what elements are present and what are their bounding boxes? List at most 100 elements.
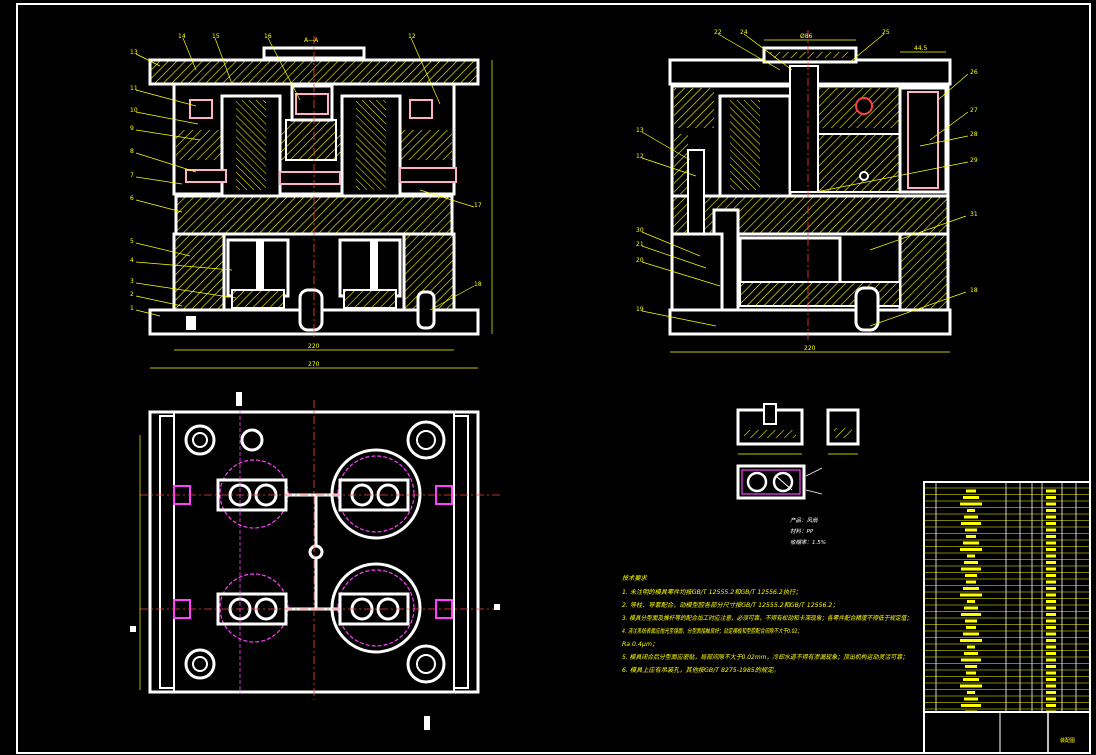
bom-entry [1046, 522, 1056, 525]
bom-entry [1046, 619, 1056, 623]
bom-entry [961, 658, 981, 662]
bom-entry [1046, 561, 1056, 564]
title-block: 装配图 [923, 481, 1091, 754]
bom-entry [961, 522, 981, 525]
dim-front-inner: 220 [308, 343, 320, 350]
callout-13a: 13 [130, 49, 138, 56]
drawing-frame [16, 3, 1091, 754]
bom-entry [1046, 580, 1056, 584]
bom-entry [1046, 613, 1056, 616]
bom-entry [964, 697, 978, 701]
plan-view [130, 392, 500, 730]
bom-entry [1046, 528, 1056, 532]
bom-entry [960, 684, 982, 688]
tech-item-2: 2. 导柱、导套配合，动模型腔各部分尺寸按GB/T 12555.2和GB/T 1… [622, 601, 839, 609]
bom-entry [1046, 600, 1056, 603]
dim-side-top2: 44.5 [914, 45, 928, 52]
callout-28: 28 [970, 131, 978, 138]
side-section-view: 220 Ø86 44.5 [641, 30, 969, 353]
dim-front-outer: 270 [308, 361, 320, 368]
callout-20: 20 [636, 257, 644, 264]
bom-entry [1046, 541, 1056, 545]
bom-entry [964, 515, 978, 519]
bom-entry [1046, 496, 1056, 499]
callout-18a: 18 [474, 281, 482, 288]
product-name: 产品：风扇 [790, 517, 818, 524]
bom-entry [963, 678, 979, 681]
callout-18b: 18 [970, 287, 978, 294]
bom-entry [967, 645, 975, 649]
dim-side-top: Ø86 [800, 33, 813, 40]
callout-15a: 15 [212, 33, 220, 40]
bom-entry [965, 528, 977, 532]
callout-16a: 16 [264, 33, 272, 40]
callout-25: 25 [882, 29, 890, 36]
callout-14a: 14 [178, 33, 186, 40]
callout-27: 27 [970, 107, 978, 114]
bom-entry [1046, 502, 1056, 506]
product-shrink: 收缩率：1.5% [790, 539, 826, 546]
bom-entry [964, 561, 978, 564]
bom-entry [960, 502, 982, 506]
callout-17: 17 [474, 202, 482, 209]
bom-entry [1046, 509, 1056, 512]
side-callouts: 22 24 25 26 27 28 29 13 12 31 30 18 21 2… [636, 29, 978, 313]
callout-3: 3 [130, 278, 134, 285]
bom-entry [1046, 626, 1056, 629]
bom-entry [961, 704, 981, 707]
callout-24: 24 [740, 29, 748, 36]
dim-side-bottom: 220 [804, 345, 816, 352]
tech-requirements: 技术要求 1. 未注明的模具零件均按GB/T 12555.2和GB/T 1255… [622, 574, 912, 674]
bom-entry [1046, 697, 1056, 701]
tech-item-4: 4. 浇注系统表面应抛光至镜面，分型面接触良好；动定模板和型腔配合间隙不大于0.… [622, 627, 802, 635]
callout-12b: 12 [636, 153, 644, 160]
bom-entry [961, 613, 981, 616]
callout-6: 6 [130, 195, 134, 202]
bom-entry [966, 671, 976, 675]
bom-entry [1046, 632, 1056, 636]
callout-19: 19 [636, 306, 644, 313]
bom-entry [1046, 574, 1056, 577]
bom-entry [1046, 567, 1056, 571]
callout-9: 9 [130, 125, 134, 132]
callout-26: 26 [970, 69, 978, 76]
bom-entry [1046, 704, 1056, 707]
bom-entry [963, 496, 979, 499]
bom-entry [1046, 645, 1056, 649]
bom-entry [967, 509, 975, 512]
bom-entry [1046, 691, 1056, 694]
bom-entry [967, 554, 975, 558]
front-callouts: 13 14 15 16 12 11 10 9 8 7 6 5 4 3 2 1 1… [130, 33, 482, 312]
bom-entry [963, 632, 979, 636]
callout-10: 10 [130, 107, 138, 114]
bom-entry [964, 606, 978, 610]
front-section-view: 220 270 A—A [135, 36, 493, 369]
bom-entry [1046, 639, 1056, 642]
bom-entry [1046, 593, 1056, 597]
callout-31: 31 [970, 211, 978, 218]
bom-entry [960, 639, 982, 642]
callout-30: 30 [636, 227, 644, 234]
bom-entry [1046, 489, 1056, 493]
bom-entry [965, 619, 977, 623]
drawing-title: 装配图 [1060, 737, 1075, 744]
callout-2: 2 [130, 291, 134, 298]
bom-entry [965, 574, 977, 577]
callout-21: 21 [636, 241, 644, 248]
callout-12a: 12 [408, 33, 416, 40]
bom-entry [1046, 665, 1056, 668]
callout-13b: 13 [636, 127, 644, 134]
bom-entry [966, 626, 976, 629]
bom-entry [1046, 671, 1056, 675]
callout-11: 11 [130, 85, 138, 92]
bom-entry [1046, 535, 1056, 538]
callout-5: 5 [130, 238, 134, 245]
bom-entry [963, 541, 979, 545]
callout-29: 29 [970, 157, 978, 164]
bom-entry [1046, 515, 1056, 519]
bom-entry [1046, 554, 1056, 558]
callout-8: 8 [130, 148, 134, 155]
bom-entry [967, 600, 975, 603]
bom-entry [1046, 606, 1056, 610]
